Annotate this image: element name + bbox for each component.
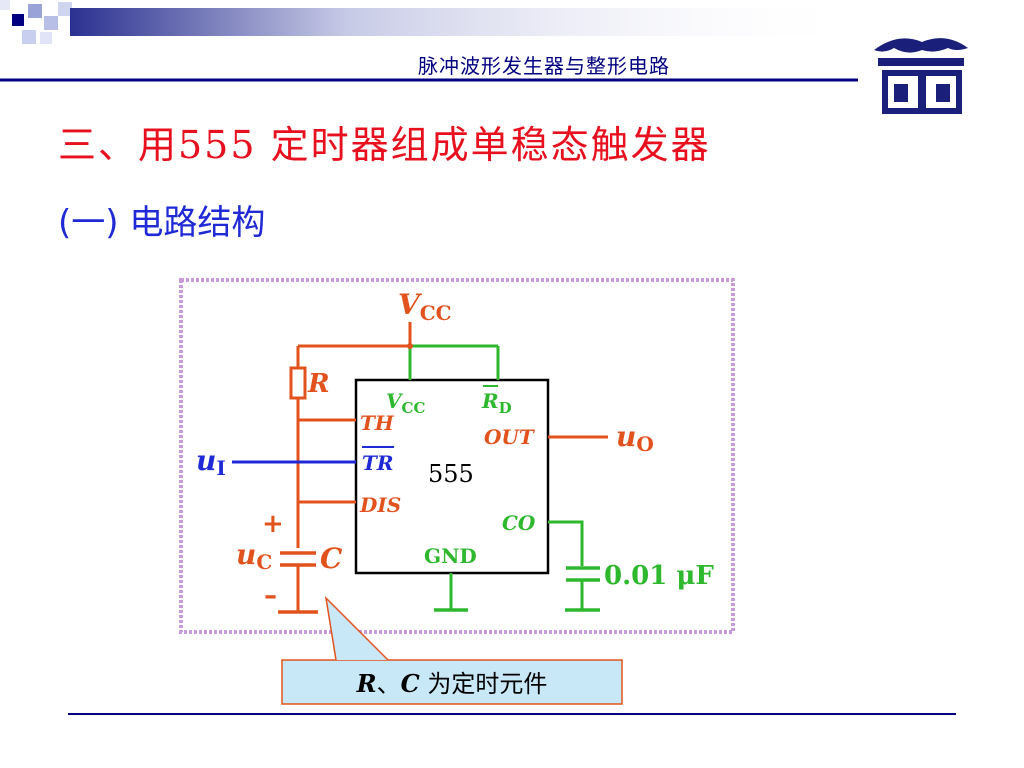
diagram-frame xyxy=(179,278,735,634)
ic-555-body xyxy=(354,378,550,575)
vcc-junction xyxy=(407,343,413,349)
header-decoration xyxy=(0,0,860,82)
callout-desc: 为定时元件 xyxy=(419,670,548,698)
cap-value-label: 0.01 μF xyxy=(604,561,714,591)
callout-r: R xyxy=(356,669,377,698)
university-logo xyxy=(874,38,968,114)
pin-gnd-label: GND xyxy=(424,544,477,568)
uc-label: uC xyxy=(236,538,272,574)
pin-out-label: OUT xyxy=(484,425,536,449)
callout-box xyxy=(281,659,623,705)
ic-555-label: 555 xyxy=(428,460,474,488)
co-wire xyxy=(548,520,584,566)
pin-vcc-label: VCC xyxy=(386,389,425,417)
header-title: 脉冲波形发生器与整形电路 xyxy=(418,54,670,78)
pin-tr-label: TR xyxy=(362,451,394,475)
resistor-r xyxy=(289,366,307,400)
slide-subtitle: (一) 电路结构 xyxy=(58,203,266,243)
callout-pointer-edge xyxy=(324,595,389,661)
minus-sign: – xyxy=(264,581,277,611)
callout-c: C xyxy=(400,669,420,698)
plus-sign: + xyxy=(262,509,284,539)
pin-dis-label: DIS xyxy=(359,493,401,517)
pin-rd-label: RD xyxy=(481,389,512,417)
uo-label: uO xyxy=(616,420,654,456)
slide-title: 三、用555 定时器组成单稳态触发器 xyxy=(58,123,711,167)
pin-th-label: TH xyxy=(360,411,395,435)
ui-label: uI xyxy=(196,444,226,480)
vcc-top-label: VCC xyxy=(398,288,452,325)
circuit-diagram: VCC R VCC RD TH TR 555 DIS OUT CO GND uI… xyxy=(196,288,714,614)
c-label: C xyxy=(320,542,343,575)
callout-text: R、C 为定时元件 xyxy=(282,664,622,704)
r-label: R xyxy=(307,369,330,399)
callout-sep: 、 xyxy=(376,670,401,698)
pin-co-label: CO xyxy=(502,511,536,535)
